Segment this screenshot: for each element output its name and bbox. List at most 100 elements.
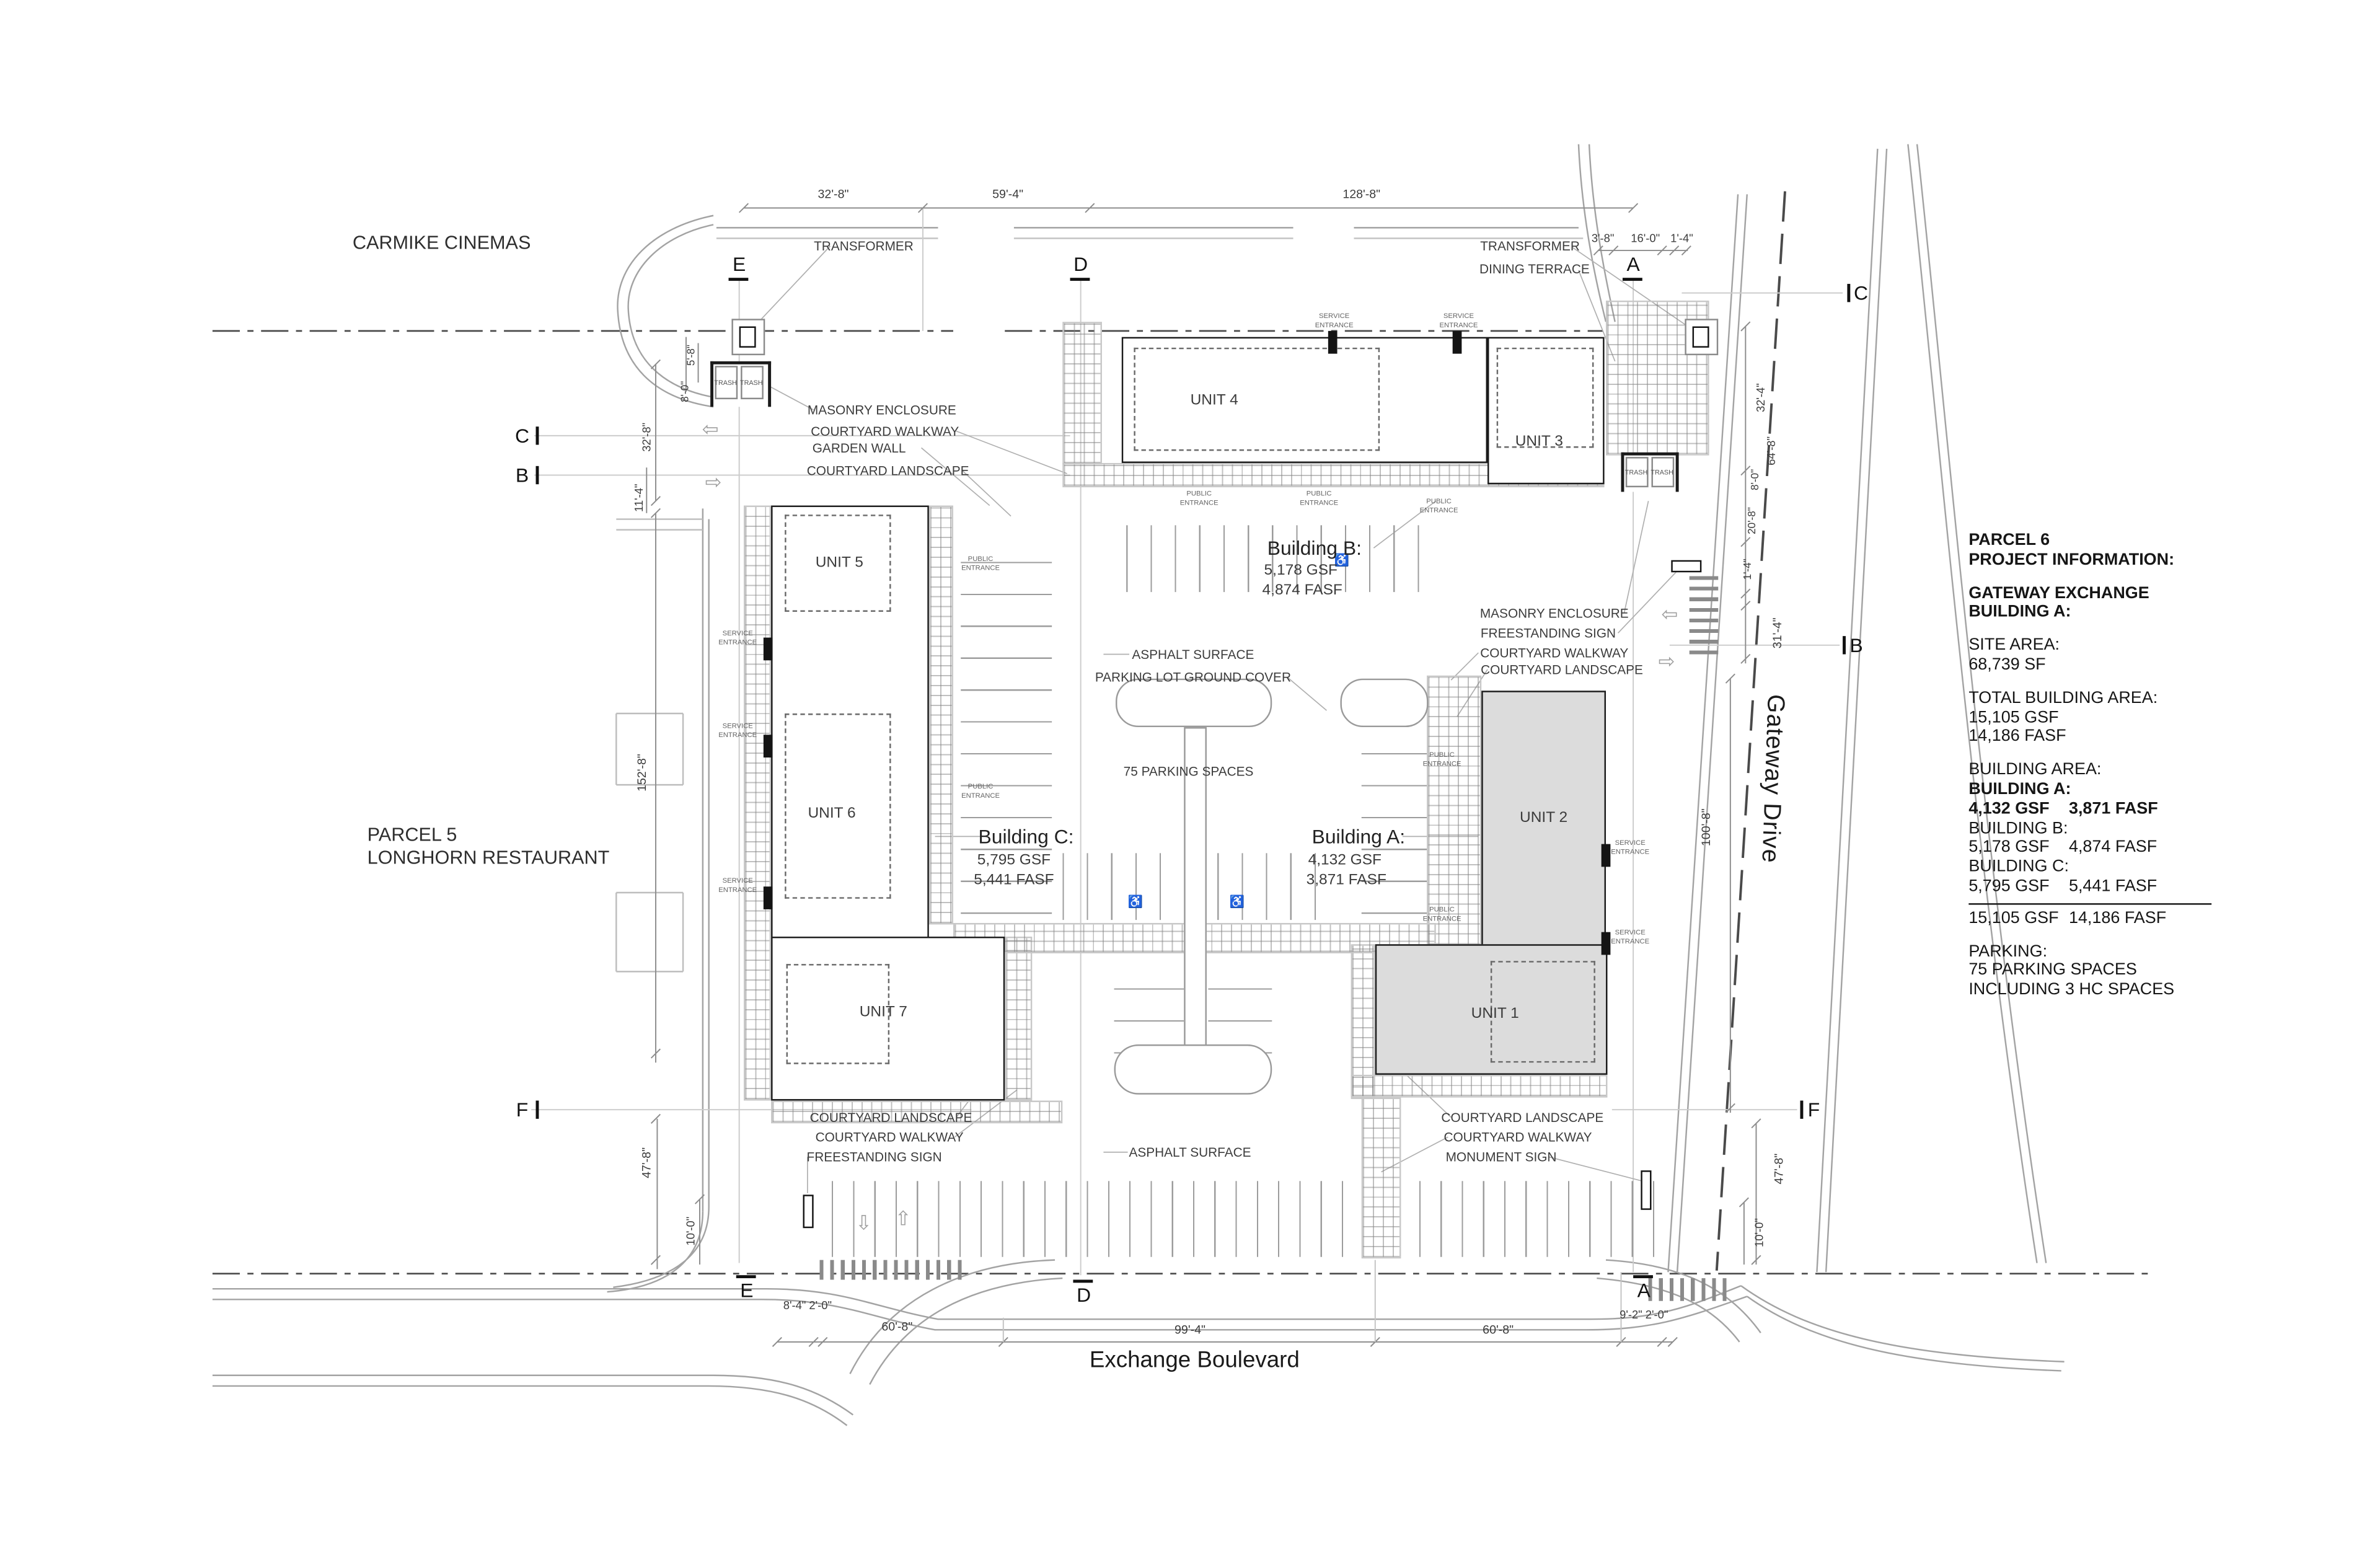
info-site-area-label: SITE AREA: (1968, 636, 2060, 655)
handicap-space-icon: ♿ (1127, 894, 1144, 909)
crosswalk-exchange-east (1648, 1278, 1727, 1301)
grid-lines-layer (531, 208, 1843, 1276)
drive-arrow-west-in-icon: ⇦ (702, 417, 719, 441)
dim-32-8-left: 32'-8" (640, 422, 654, 452)
freestanding-sign-exchange (803, 1194, 814, 1229)
drive-arrow-east-out-icon: ⇨ (1658, 650, 1675, 673)
grid-marker-c-right-tick (1847, 283, 1850, 302)
grid-marker-f-left: F (516, 1098, 529, 1121)
building-c-fasf: 5,441 FASF (974, 872, 1054, 889)
landscape-island-west-pill (1114, 1044, 1272, 1095)
walkway-to-exchange (1361, 1097, 1401, 1259)
masonry-enclosure-west-callout: MASONRY ENCLOSURE (807, 402, 956, 418)
drive-arrow-south-in-icon: ⇩ (855, 1211, 872, 1235)
info-row-b-fasf: 4,874 FASF (2068, 838, 2157, 857)
courtyard-landscape-callout-2: COURTYARD LANDSCAPE (1481, 661, 1643, 678)
service-door-unit1 (1601, 932, 1611, 955)
asphalt-surface-callout-2: ASPHALT SURFACE (1129, 1144, 1251, 1160)
unit5-label: UNIT 5 (815, 555, 863, 572)
courtyard-landscape-callout-4: COURTYARD LANDSCAPE (1441, 1110, 1604, 1125)
grid-marker-c-right: C (1853, 281, 1868, 305)
building-b-gsf: 5,178 GSF (1264, 562, 1338, 580)
grid-marker-e-bottom-bar (736, 1275, 756, 1278)
info-row-a-fasf: 3,871 FASF (2068, 800, 2158, 818)
dim-16-0: 16'-0" (1631, 231, 1660, 245)
parking-spaces-callout: 75 PARKING SPACES (1123, 763, 1254, 779)
info-building-area-label: BUILDING AREA: (1968, 761, 2102, 779)
grid-marker-e-bottom: E (740, 1279, 754, 1302)
drive-arrow-west-out-icon: ⇨ (705, 470, 722, 493)
unit5-lease-line (785, 514, 891, 612)
trash-bin-east-2 (1651, 457, 1675, 488)
dim-top-128-8: 128'-8" (1342, 187, 1381, 201)
crosswalk-exchange-west (819, 1260, 966, 1280)
grid-marker-f-left-tick (536, 1100, 539, 1119)
grid-marker-f-right-tick (1800, 1100, 1803, 1119)
dim-8-0-left: 8'-0" (681, 381, 692, 402)
dim-1-4-top: 1'-4" (1670, 231, 1693, 245)
public-entrance-label: PUBLIC ENTRANCE (961, 782, 1000, 799)
info-site-area-value: 68,739 SF (1968, 655, 2046, 674)
walkway-north-column (1062, 322, 1102, 465)
trash-label: TRASH (740, 379, 763, 387)
grid-marker-b-right: B (1849, 634, 1863, 657)
grid-marker-b-left-tick (536, 466, 539, 485)
info-row-c-fasf: 5,441 FASF (2068, 877, 2157, 896)
walkway-south-of-building-c (771, 1100, 1063, 1124)
dim-8-4-2-0: 8'-4" 2'-0" (783, 1299, 832, 1313)
building-c-gsf: 5,795 GSF (977, 852, 1051, 870)
freestanding-sign-callout-1: FREESTANDING SIGN (1480, 625, 1616, 641)
walkway-east-of-building-c (928, 505, 953, 925)
parking-row-center-right (1217, 853, 1333, 921)
dim-64-8: 64'-8" (1764, 436, 1778, 466)
info-total-rule (1968, 903, 2212, 904)
info-parking-label: PARKING: (1968, 942, 2048, 961)
dim-100-8: 100'-8" (1699, 808, 1713, 847)
trash-bin-west-1 (715, 366, 738, 400)
walkway-south-of-building-a (1351, 1074, 1608, 1098)
grid-marker-b-right-tick (1843, 636, 1845, 655)
unit7-label: UNIT 7 (859, 1004, 907, 1021)
unit6-label: UNIT 6 (808, 805, 856, 823)
public-entrance-label: PUBLIC ENTRANCE (1422, 751, 1461, 767)
public-entrance-label: PUBLIC ENTRANCE (1300, 489, 1339, 506)
drive-arrow-east-in-icon: ⇦ (1661, 603, 1678, 625)
handicap-space-icon: ♿ (1334, 553, 1350, 567)
dim-47-8-left: 47'-8" (640, 1147, 654, 1178)
landscape-island-west-bar (1116, 678, 1272, 728)
info-total-area-label: TOTAL BUILDING AREA: (1968, 689, 2158, 707)
service-entrance-label: SERVICE ENTRANCE (1315, 312, 1354, 328)
building-c-bar-footprint (771, 505, 929, 946)
grid-marker-f-right: F (1807, 1098, 1820, 1121)
dim-8-0-right: 8'-0" (1750, 469, 1762, 490)
unit4-lease-line (1134, 347, 1380, 451)
grid-marker-d-bottom-bar (1073, 1279, 1093, 1283)
dim-11-4: 11'-4" (632, 483, 646, 512)
landscape-island-east-bar (1340, 678, 1429, 728)
unit7-lease-line (786, 964, 890, 1064)
dim-32-4: 32'-4" (1753, 383, 1768, 413)
dim-3-8: 3'-8" (1591, 231, 1615, 245)
parking-ground-cover-callout: PARKING LOT GROUND COVER (1095, 669, 1291, 685)
carmike-cinemas-label: CARMIKE CINEMAS (352, 232, 531, 254)
parking-stalls-stem-east (1208, 983, 1272, 1054)
walkway-east-of-unit7 (1005, 937, 1033, 1101)
service-entrance-label: SERVICE ENTRANCE (718, 722, 757, 738)
garden-wall-callout: GARDEN WALL (812, 440, 906, 456)
building-b-fasf: 4,874 FASF (1262, 582, 1342, 599)
monument-sign (1641, 1170, 1652, 1210)
building-b-unit3-footprint (1488, 337, 1605, 485)
info-total-fasf: 14,186 FASF (1968, 727, 2066, 746)
dim-9-2-2-0: 9'-2" 2'-0" (1620, 1307, 1668, 1322)
parking-row-south-west (832, 1181, 1360, 1257)
info-parking-line2: INCLUDING 3 HC SPACES (1968, 981, 2175, 999)
trash-bin-east-1 (1625, 457, 1649, 488)
service-entrance-label: SERVICE ENTRANCE (1611, 928, 1650, 945)
parking-column-east (1361, 731, 1427, 914)
courtyard-landscape-callout-1: COURTYARD LANDSCAPE (806, 462, 969, 479)
grid-marker-d-top: D (1073, 252, 1088, 276)
building-a-fasf: 3,871 FASF (1306, 872, 1386, 889)
walkway-west-of-building-c (744, 505, 772, 1101)
building-a-unit2-footprint (1481, 691, 1606, 949)
